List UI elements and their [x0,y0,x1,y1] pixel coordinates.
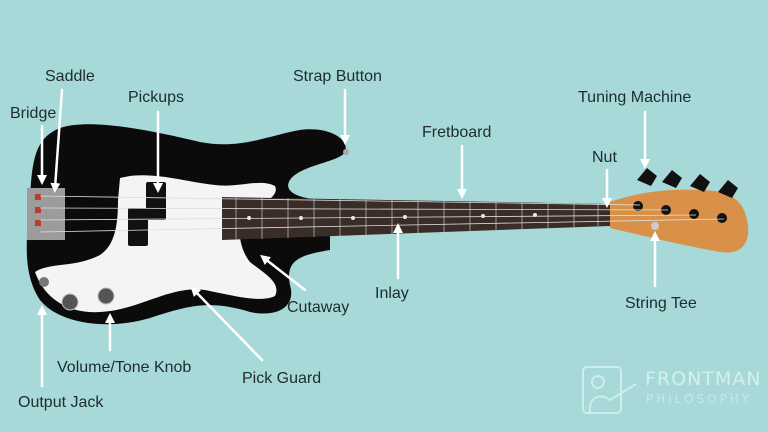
logo-line2: PHILOSOPHY [646,392,752,406]
fretboard [222,197,610,240]
saddle-arrow [50,88,64,193]
logo-frame-icon [582,366,622,414]
label-cutaway: Cutaway [287,299,349,316]
label-string-tee: String Tee [625,295,697,312]
strings [39,195,725,233]
tone-knob [97,287,115,305]
label-pick-guard: Pick Guard [242,370,321,387]
label-bridge: Bridge [10,105,56,122]
saddle-mark [35,194,41,200]
bass-guitar [26,124,749,325]
saddle-mark [35,207,41,213]
pickguard [35,175,277,313]
headstock [610,189,749,253]
pickup-upper [146,182,166,220]
saddle-mark [35,220,41,226]
tuning-machines [633,168,738,223]
label-nut: Nut [592,149,617,166]
label-strap-button: Strap Button [293,68,382,85]
logo-line1: FRONTMAN [645,368,762,390]
label-inlay: Inlay [375,285,409,302]
logo-guitar-icon [588,383,637,413]
label-volume-tone-knob: Volume/Tone Knob [57,359,191,376]
pick-guard-arrow [190,286,264,362]
cutaway-arrow [260,254,307,292]
arrows [37,88,660,388]
string-tee [651,222,659,230]
logo-person-icon [591,375,605,389]
label-fretboard: Fretboard [422,124,491,141]
pickup-lower [128,208,148,246]
frontman-philosophy-logo: FRONTMAN PHILOSOPHY [582,366,762,414]
label-output-jack: Output Jack [18,394,104,411]
label-pickups: Pickups [128,89,184,106]
label-tuning-machine: Tuning Machine [578,89,691,106]
output-jack [39,277,49,287]
volume-knob [61,293,79,311]
label-saddle: Saddle [45,68,95,85]
strap-button [343,149,349,155]
